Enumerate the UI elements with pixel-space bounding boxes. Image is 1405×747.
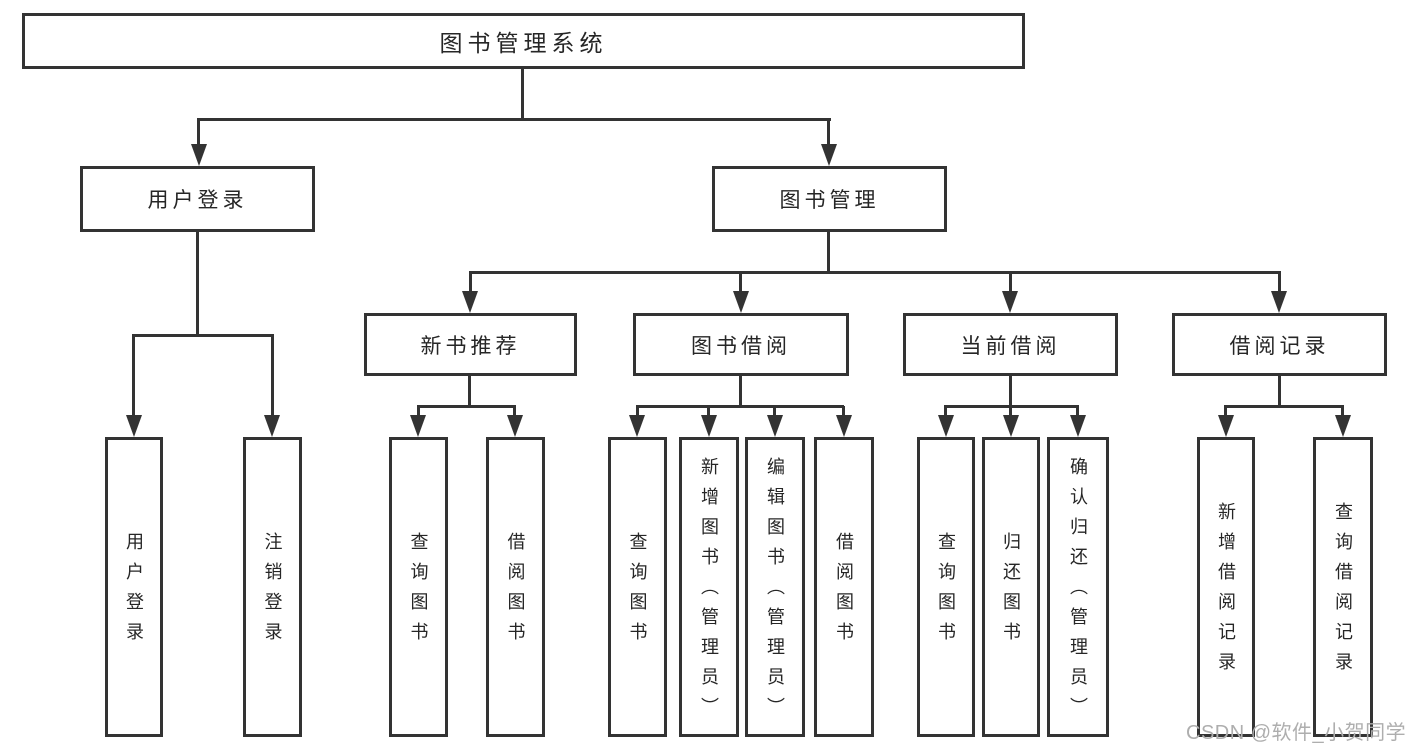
- node-book-borrowing: 图书借阅: [633, 313, 849, 376]
- arrow-down-icon: [1218, 415, 1234, 437]
- arrow-down-icon: [507, 415, 523, 437]
- connector-riser: [468, 376, 471, 406]
- connector-stem: [271, 336, 274, 427]
- leaf-query-books-borrowing: 查询图书: [608, 437, 667, 737]
- leaf-query-books-current: 查询图书: [917, 437, 975, 737]
- node-label: 用户登录: [124, 532, 144, 652]
- connector-splitter: [1224, 405, 1344, 408]
- connector-stem: [469, 272, 472, 303]
- node-label: 借阅图书: [505, 532, 526, 652]
- connector-stem: [1278, 272, 1281, 303]
- leaf-return-book: 归还图书: [982, 437, 1040, 737]
- arrow-down-icon: [836, 415, 852, 437]
- node-label: 用户登录: [147, 189, 248, 212]
- leaf-edit-book-admin: 编辑图书（管理员）: [745, 437, 805, 737]
- node-label: 新书推荐: [420, 334, 521, 358]
- arrow-down-icon: [938, 415, 954, 437]
- node-label: 注销登录: [262, 532, 283, 652]
- arrow-down-icon: [462, 291, 478, 313]
- node-label: 图书管理: [779, 189, 880, 212]
- connector-user-login-splitter: [132, 334, 274, 337]
- connector-splitter: [636, 405, 844, 408]
- node-label: 新增借阅记录: [1216, 502, 1236, 682]
- connector-user-login-riser: [196, 232, 199, 336]
- node-label: 借阅图书: [834, 532, 854, 652]
- arrow-down-icon: [1002, 291, 1018, 313]
- arrow-down-icon: [767, 415, 783, 437]
- connector-stem: [739, 272, 742, 303]
- leaf-query-borrow-record: 查询借阅记录: [1313, 437, 1373, 737]
- node-book-management: 图书管理: [712, 166, 947, 232]
- leaf-borrow-books-borrowing: 借阅图书: [814, 437, 874, 737]
- node-new-book-recommendation: 新书推荐: [364, 313, 577, 376]
- arrow-down-icon: [701, 415, 717, 437]
- connector-level3-splitter: [469, 271, 1281, 274]
- arrow-down-icon: [733, 291, 749, 313]
- node-label: 图书管理系统: [439, 30, 608, 56]
- leaf-add-book-admin: 新增图书（管理员）: [679, 437, 739, 737]
- node-label: 查询图书: [627, 532, 648, 652]
- arrow-down-icon: [410, 415, 426, 437]
- connector-stem: [827, 120, 830, 156]
- arrow-down-icon: [1003, 415, 1019, 437]
- leaf-add-borrow-record: 新增借阅记录: [1197, 437, 1255, 737]
- arrow-down-icon: [191, 144, 207, 166]
- leaf-query-books-recommend: 查询图书: [389, 437, 448, 737]
- connector-book-mgmt-riser: [827, 232, 830, 273]
- node-library-management-system: 图书管理系统: [22, 13, 1025, 69]
- node-user-login: 用户登录: [80, 166, 315, 232]
- node-label: 编辑图书（管理员）: [765, 457, 785, 727]
- node-label: 查询图书: [408, 532, 429, 652]
- node-label: 图书借阅: [691, 334, 791, 358]
- connector-riser: [1009, 376, 1012, 406]
- node-borrowing-records: 借阅记录: [1172, 313, 1387, 376]
- arrow-down-icon: [126, 415, 142, 437]
- node-label: 当前借阅: [960, 334, 1061, 358]
- leaf-user-login: 用户登录: [105, 437, 163, 737]
- connector-riser: [1278, 376, 1281, 406]
- leaf-logout: 注销登录: [243, 437, 302, 737]
- node-label: 借阅记录: [1229, 334, 1330, 358]
- node-label: 确认归还（管理员）: [1068, 457, 1088, 727]
- node-label: 归还图书: [1001, 532, 1021, 652]
- connector-level1-splitter: [197, 118, 831, 121]
- arrow-down-icon: [1335, 415, 1351, 437]
- node-label: 查询图书: [936, 532, 956, 652]
- node-label: 新增图书（管理员）: [699, 457, 719, 727]
- arrow-down-icon: [629, 415, 645, 437]
- arrow-down-icon: [264, 415, 280, 437]
- node-label: 查询借阅记录: [1333, 502, 1353, 682]
- connector-stem: [132, 336, 135, 427]
- csdn-watermark: CSDN @软件_小贺同学: [1186, 722, 1405, 744]
- node-current-borrowing: 当前借阅: [903, 313, 1118, 376]
- connector-root-riser: [521, 69, 524, 121]
- arrow-down-icon: [1271, 291, 1287, 313]
- connector-stem: [1009, 272, 1012, 303]
- leaf-confirm-return-admin: 确认归还（管理员）: [1047, 437, 1109, 737]
- leaf-borrow-books-recommend: 借阅图书: [486, 437, 545, 737]
- arrow-down-icon: [821, 144, 837, 166]
- connector-riser: [739, 376, 742, 406]
- connector-stem: [197, 120, 200, 156]
- connector-splitter: [417, 405, 516, 408]
- arrow-down-icon: [1070, 415, 1086, 437]
